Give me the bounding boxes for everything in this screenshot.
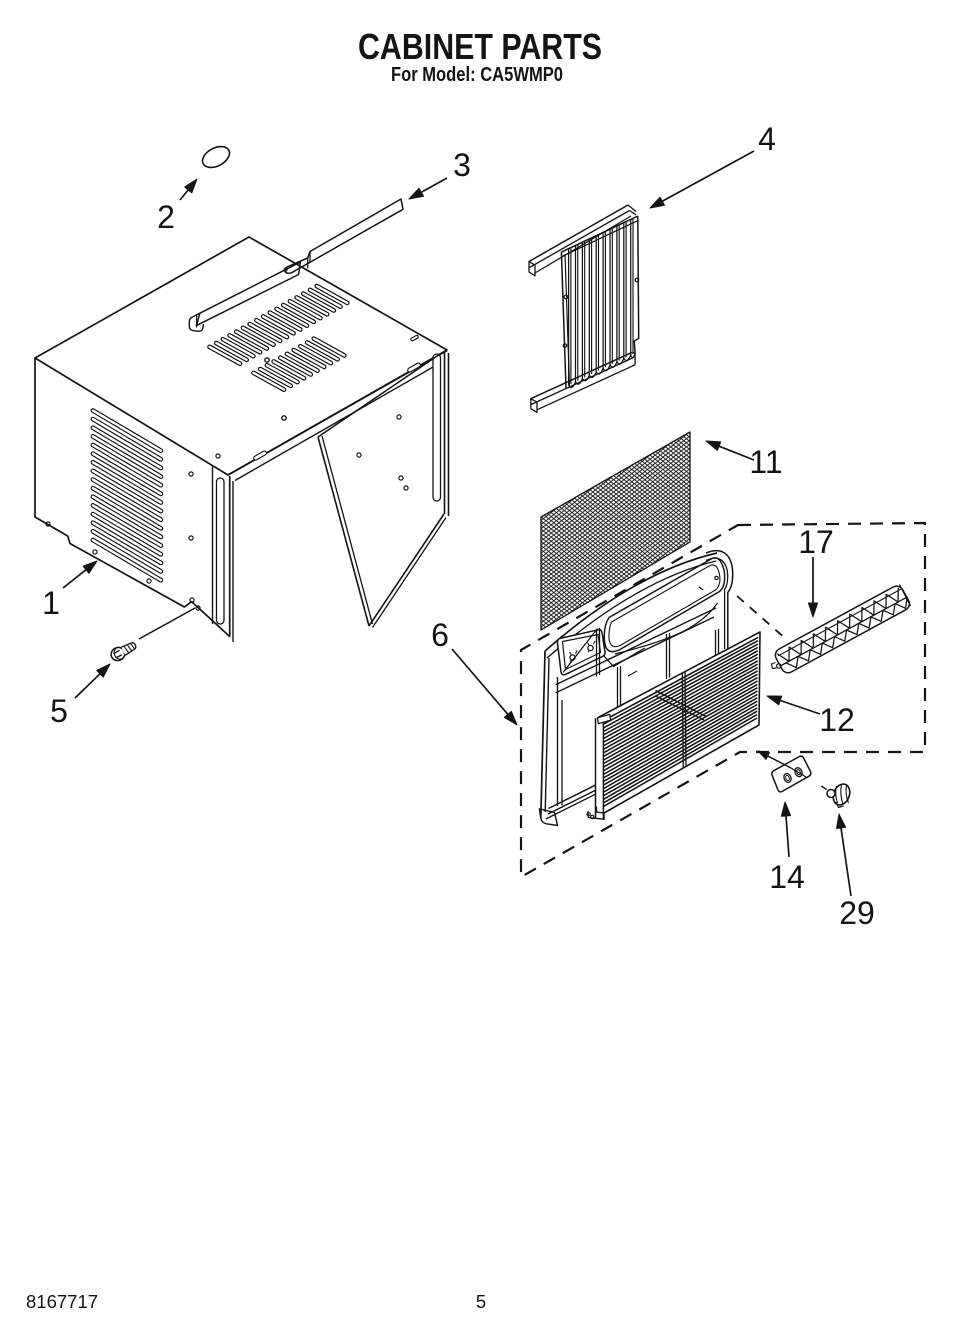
svg-text:5: 5 <box>50 693 68 729</box>
svg-text:12: 12 <box>819 702 855 738</box>
svg-text:8167717: 8167717 <box>26 1291 98 1312</box>
svg-text:4: 4 <box>758 121 776 157</box>
svg-text:11: 11 <box>749 444 782 480</box>
svg-text:1: 1 <box>42 585 60 621</box>
svg-text:3: 3 <box>453 147 471 183</box>
svg-text:5: 5 <box>476 1291 486 1312</box>
svg-text:6: 6 <box>431 617 449 653</box>
svg-text:29: 29 <box>839 895 875 931</box>
svg-text:17: 17 <box>798 524 834 560</box>
svg-text:14: 14 <box>769 859 805 895</box>
svg-text:2: 2 <box>157 199 175 235</box>
svg-text:For Model: CA5WMP0: For Model: CA5WMP0 <box>391 63 563 86</box>
svg-text:CABINET PARTS: CABINET PARTS <box>358 26 602 67</box>
